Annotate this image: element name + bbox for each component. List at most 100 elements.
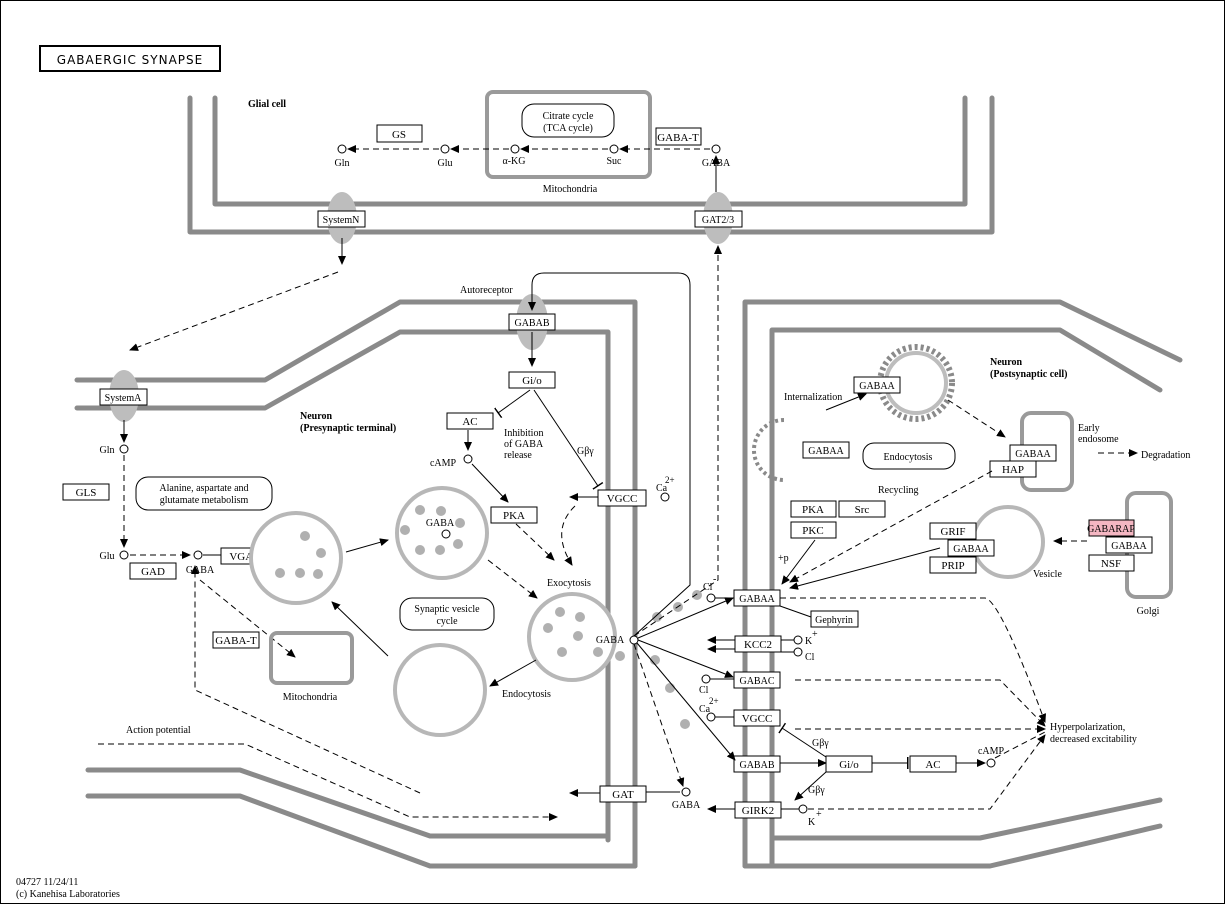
early-endosome-label-1: Early bbox=[1078, 423, 1100, 434]
gabaa-ves-gene[interactable] bbox=[947, 539, 995, 557]
gby-post-label-1: Gβγ bbox=[812, 738, 829, 749]
gaba-pre-label: GABA bbox=[186, 565, 215, 576]
k-girk2-compound[interactable] bbox=[798, 804, 808, 814]
autoreceptor-label: Autoreceptor bbox=[460, 285, 513, 296]
cl-in-compound[interactable] bbox=[706, 593, 716, 603]
k-girk2-sup: + bbox=[816, 809, 822, 820]
gabaa-mem-gene[interactable] bbox=[802, 441, 850, 459]
gaba-vesicle-compound[interactable] bbox=[441, 529, 451, 539]
filling-vesicle bbox=[249, 511, 343, 605]
glu-pre-compound[interactable] bbox=[119, 550, 129, 560]
src-gene[interactable] bbox=[838, 500, 886, 518]
suc-compound[interactable] bbox=[609, 144, 619, 154]
glu-glial-compound[interactable] bbox=[440, 144, 450, 154]
gls-gene[interactable] bbox=[62, 483, 110, 501]
vesicle-gaba-dots bbox=[275, 531, 326, 579]
prip-label: PRIP bbox=[941, 560, 964, 572]
vgcc-post-label: VGCC bbox=[742, 713, 773, 725]
internalization-label: Internalization bbox=[784, 392, 842, 403]
ac-pre-gene[interactable] bbox=[446, 412, 494, 430]
gln-glial-compound[interactable] bbox=[337, 144, 347, 154]
gaba-gat-compound[interactable] bbox=[681, 787, 691, 797]
gs-gene[interactable] bbox=[376, 124, 423, 143]
gaba-cleft-compound[interactable] bbox=[629, 635, 639, 645]
glial-outer-membrane bbox=[187, 95, 995, 235]
alanine-metabolism-box[interactable] bbox=[135, 476, 273, 511]
prip-gene[interactable] bbox=[929, 556, 977, 574]
vesicle-label: Vesicle bbox=[1033, 569, 1062, 580]
vgcc-pre-gene[interactable] bbox=[597, 489, 647, 507]
clathrin-vesicle-outer bbox=[877, 344, 955, 422]
nsf-gene[interactable] bbox=[1088, 554, 1135, 572]
gln-pre-compound[interactable] bbox=[119, 444, 129, 454]
pre-mitochondria bbox=[269, 631, 354, 685]
gio-post-gene[interactable] bbox=[825, 755, 873, 773]
pka-pre-gene[interactable] bbox=[490, 506, 538, 524]
akg-compound[interactable] bbox=[510, 144, 520, 154]
kcc2-gene[interactable] bbox=[734, 635, 782, 653]
cl-kcc2-compound[interactable] bbox=[793, 647, 803, 657]
girk2-gene[interactable] bbox=[734, 801, 782, 819]
camp-pre-compound[interactable] bbox=[463, 454, 473, 464]
gad-gene[interactable] bbox=[129, 562, 177, 580]
endocytosis-label: Endocytosis bbox=[502, 689, 551, 700]
gaba-t-pre-gene[interactable] bbox=[212, 631, 260, 649]
endocytosis-box[interactable] bbox=[862, 442, 956, 470]
pka-post-gene[interactable] bbox=[790, 500, 837, 518]
synaptic-vesicle-cycle-box[interactable] bbox=[399, 597, 495, 631]
grif-label: GRIF bbox=[940, 526, 965, 538]
pkc-label: PKC bbox=[802, 525, 823, 537]
gabaa-int-gene[interactable] bbox=[853, 376, 901, 394]
camp-post-compound[interactable] bbox=[986, 758, 996, 768]
loaded-vesicle-dots bbox=[400, 505, 465, 555]
system-a-gene[interactable] bbox=[99, 388, 148, 406]
gaba-t-glial-gene[interactable] bbox=[655, 127, 702, 146]
presynaptic-bottom-inner bbox=[85, 767, 611, 839]
gat-gene[interactable] bbox=[599, 785, 647, 803]
presynaptic-inner-membrane bbox=[74, 329, 611, 843]
gabab-auto-gene[interactable] bbox=[508, 313, 556, 331]
k-kcc2-label: K bbox=[805, 636, 813, 647]
gabarap-gene[interactable] bbox=[1088, 519, 1135, 537]
k-kcc2-compound[interactable] bbox=[793, 635, 803, 645]
ac-post-gene[interactable] bbox=[909, 755, 957, 773]
gabac-gene[interactable] bbox=[733, 671, 781, 689]
cleft-gaba-dots bbox=[650, 590, 702, 729]
gat23-gene[interactable] bbox=[694, 210, 743, 228]
grif-gene[interactable] bbox=[929, 522, 977, 540]
citrate-cycle-box[interactable] bbox=[521, 103, 615, 138]
gaba-glial-compound[interactable] bbox=[711, 144, 721, 154]
ac-post-label: AC bbox=[925, 759, 940, 771]
postsynaptic-bottom-inner bbox=[769, 797, 1163, 841]
ca-pre-compound[interactable] bbox=[660, 492, 670, 502]
glial-mitochondria bbox=[485, 90, 652, 179]
gabaa-post-label: GABAA bbox=[739, 594, 775, 605]
citrate-cycle-label: Citrate cycle bbox=[543, 111, 594, 122]
system-n-gene[interactable] bbox=[317, 210, 366, 228]
akg-label: α-KG bbox=[502, 156, 525, 167]
gaba-vesicle-label: GABA bbox=[426, 518, 455, 529]
gaba-t-glial-label: GABA-T bbox=[657, 132, 699, 144]
gabab-post-gene[interactable] bbox=[733, 755, 781, 773]
vgcc-post-gene[interactable] bbox=[733, 709, 781, 727]
footer-copyright: (c) Kanehisa Laboratories bbox=[16, 889, 120, 900]
pkc-gene[interactable] bbox=[790, 521, 837, 539]
gabaa-early-label: GABAA bbox=[1015, 449, 1051, 460]
gabarap-label: GABARAP bbox=[1087, 524, 1135, 535]
citrate-cycle-label-2: (TCA cycle) bbox=[543, 123, 593, 134]
nsf-label: NSF bbox=[1101, 558, 1121, 570]
gephyrin-gene[interactable] bbox=[810, 610, 859, 628]
cl-gabac-compound[interactable] bbox=[701, 674, 711, 684]
kcc2-label: KCC2 bbox=[744, 639, 772, 651]
presynaptic-bottom-outer bbox=[85, 793, 638, 869]
gabaa-golgi-gene[interactable] bbox=[1105, 536, 1153, 554]
gaba-pre-compound[interactable] bbox=[193, 550, 203, 560]
gio-pre-gene[interactable] bbox=[508, 371, 556, 389]
hap-gene[interactable] bbox=[989, 460, 1037, 478]
ac-pre-label: AC bbox=[462, 416, 477, 428]
gabac-label: GABAC bbox=[739, 676, 774, 687]
alanine-metabolism-label-2: glutamate metabolism bbox=[160, 495, 249, 506]
gls-label: GLS bbox=[76, 487, 97, 499]
ca-post-sup: 2+ bbox=[709, 696, 719, 706]
gad-label: GAD bbox=[141, 566, 165, 578]
